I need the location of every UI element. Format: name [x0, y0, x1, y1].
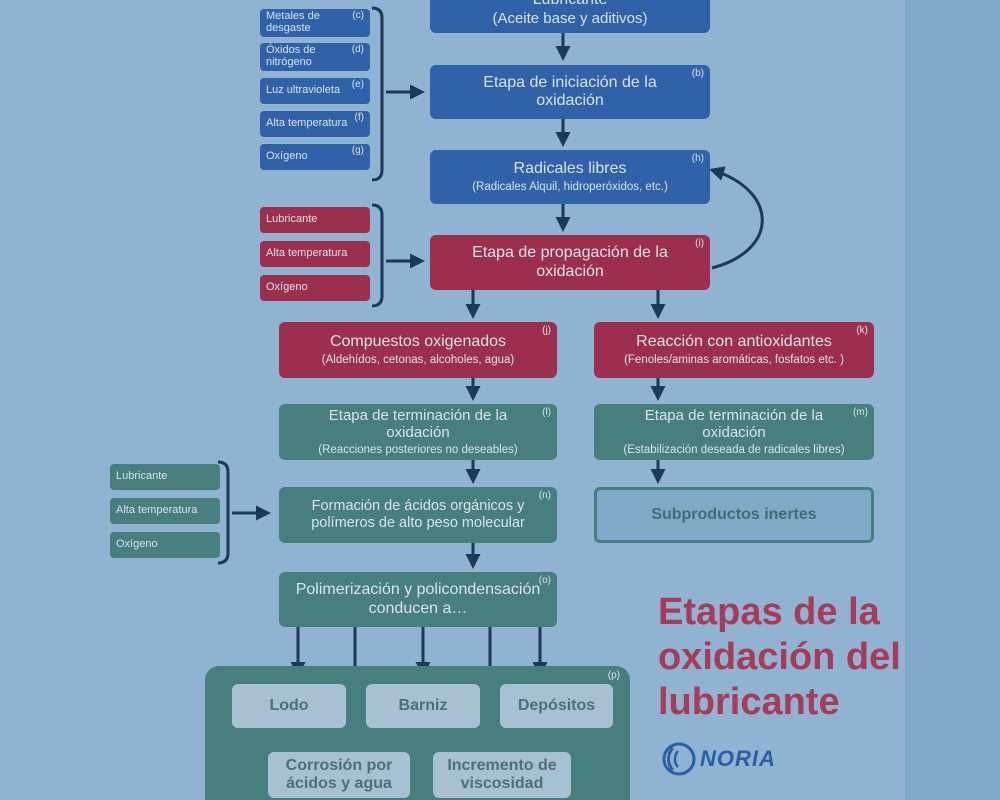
node-tag: (j) [542, 325, 551, 336]
node-title: Radicales libres [513, 160, 627, 178]
heading-line: oxidación del [658, 635, 901, 678]
node-title: Subproductos inertes [651, 505, 817, 523]
node-tag: (n) [538, 490, 551, 501]
node-subtitle: (Radicales Alquil, hidroperóxidos, etc.) [472, 180, 668, 193]
result-viscosidad: Incremento de viscosidad [433, 752, 571, 798]
node-formacion: Formación de ácidos orgánicos y polímero… [279, 487, 557, 543]
input-lubricante: Lubricante [110, 464, 220, 490]
node-tag: (d) [351, 44, 364, 55]
node-antioxidantes: Reacción con antioxidantes (Fenoles/amin… [594, 322, 874, 378]
node-subproductos-inertes: Subproductos inertes [594, 487, 874, 543]
right-margin-strip [905, 0, 1000, 800]
input-oxigeno: Oxígeno [110, 532, 220, 558]
node-title: Reacción con antioxidantes [636, 333, 832, 351]
node-tag: (b) [691, 68, 704, 79]
node-title: Etapa de propagación de la oxidación [472, 244, 668, 280]
result-depositos: Depósitos [500, 684, 613, 728]
node-compuestos-oxigenados: Compuestos oxigenados (Aldehídos, cetona… [279, 322, 557, 378]
node-subtitle: (Reacciones posteriores no deseables) [318, 443, 518, 456]
teal-input-bracket [217, 460, 230, 565]
node-tag: (h) [691, 153, 704, 164]
red-input-bracket [371, 203, 384, 308]
result-corrosion: Corrosión por ácidos y agua [268, 752, 410, 798]
noria-logo: NORIA [662, 742, 776, 776]
blue-input-bracket [371, 6, 384, 182]
input-luz-ultravioleta: Luz ultravioleta (e) [260, 78, 370, 104]
noria-logo-icon [662, 742, 696, 776]
heading-line: Etapas de la [658, 591, 880, 633]
node-tag: (g) [351, 145, 364, 156]
node-tag: (m) [853, 407, 868, 418]
node-radicales-libres: Radicales libres (Radicales Alquil, hidr… [430, 150, 710, 204]
node-tag: (k) [856, 325, 868, 336]
input-label: Óxidos de nitrógeno [266, 44, 316, 68]
input-oxigeno: Oxígeno [260, 275, 370, 301]
node-title: Etapa de terminación de la oxidación [644, 407, 824, 442]
node-title: Compuestos oxigenados [329, 333, 507, 351]
node-terminacion-m: Etapa de terminación de la oxidación (Es… [594, 404, 874, 460]
node-tag: (c) [352, 10, 364, 21]
heading-line: lubricante [658, 680, 840, 723]
input-alta-temperatura: Alta temperatura (f) [260, 111, 370, 137]
node-subtitle: (Fenoles/aminas aromáticas, fosfatos etc… [624, 353, 844, 366]
logo-text: NORIA [700, 746, 776, 771]
input-lubricante: Lubricante [260, 207, 370, 233]
input-label: Metales de desgaste [266, 10, 320, 34]
node-subtitle: (Estabilización deseada de radicales lib… [623, 443, 845, 456]
node-title: Lubricante [533, 0, 608, 10]
node-polimerizacion: Polimerización y policondensación conduc… [279, 572, 557, 627]
node-subtitle: (Aceite base y aditivos) [492, 9, 648, 27]
input-oxigeno: Oxígeno (g) [260, 144, 370, 170]
diagram-heading: Etapas de la oxidación del lubricante [658, 590, 901, 724]
node-tag: (p) [607, 670, 620, 681]
result-lodo: Lodo [232, 684, 346, 728]
input-label: Oxígeno [266, 150, 308, 163]
node-tag: (f) [354, 112, 364, 123]
input-alta-temperatura: Alta temperatura [110, 498, 220, 524]
node-propagacion: Etapa de propagación de la oxidación (i) [430, 235, 710, 290]
node-title: Etapa de iniciación de la oxidación [483, 73, 657, 109]
node-title: Etapa de terminación de la oxidación [328, 407, 508, 442]
input-metales-desgaste: Metales de desgaste (c) [260, 9, 370, 37]
input-label: Luz ultravioleta [266, 84, 340, 97]
node-title: Formación de ácidos orgánicos y polímero… [311, 498, 525, 531]
node-tag: (e) [351, 79, 364, 90]
node-tag: (o) [538, 575, 551, 586]
node-subtitle: (Aldehídos, cetonas, alcoholes, agua) [321, 353, 515, 366]
node-lubricante: Lubricante (Aceite base y aditivos) [430, 0, 710, 33]
node-tag: (l) [542, 407, 551, 418]
node-tag: (i) [695, 238, 704, 249]
input-oxidos-nitrogeno: Óxidos de nitrógeno (d) [260, 43, 370, 71]
input-label: Alta temperatura [266, 117, 348, 130]
input-alta-temperatura: Alta temperatura [260, 241, 370, 267]
node-iniciacion: Etapa de iniciación de la oxidación (b) [430, 65, 710, 119]
arrow-propagacion-loop [709, 166, 764, 270]
node-title: Polimerización y policondensación conduc… [295, 581, 541, 617]
result-barniz: Barniz [366, 684, 480, 728]
node-terminacion-l: Etapa de terminación de la oxidación (Re… [279, 404, 557, 460]
